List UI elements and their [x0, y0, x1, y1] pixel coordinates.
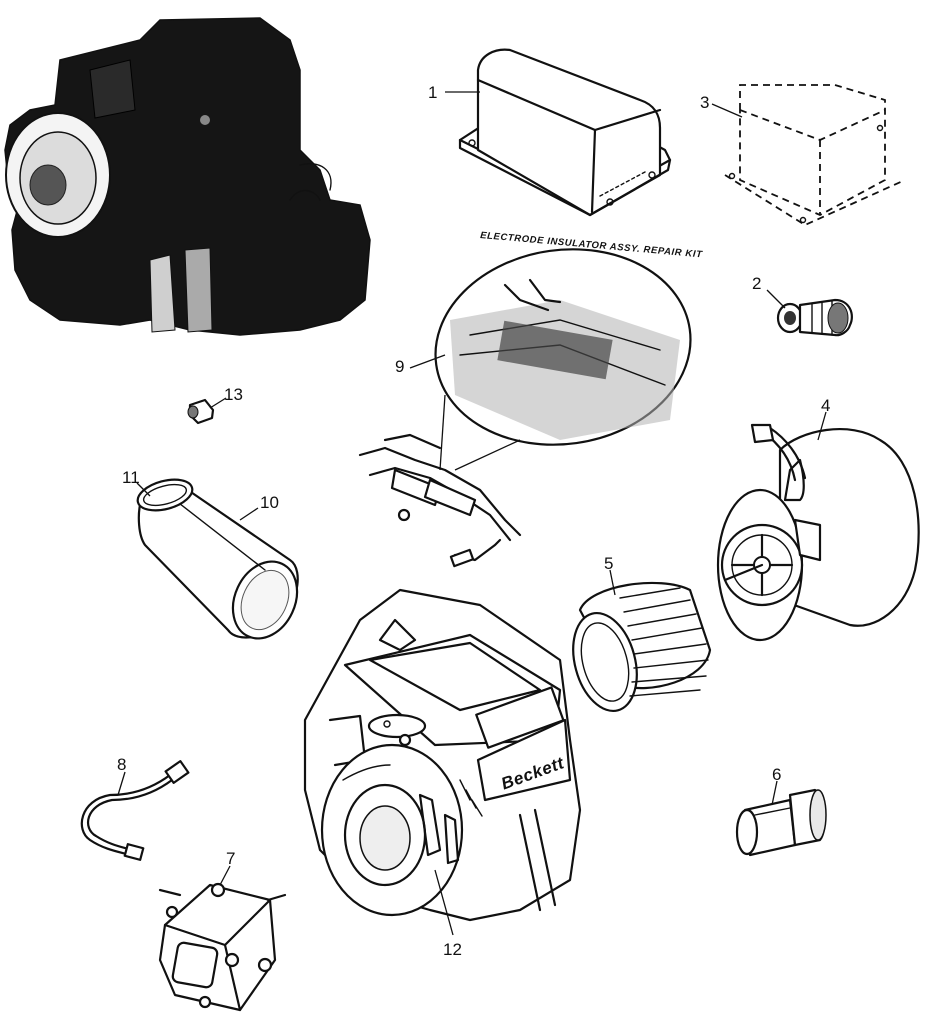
- callout-13: 13: [224, 385, 243, 404]
- air-tube-icon: [137, 484, 299, 640]
- motor-icon: [716, 423, 920, 642]
- callout-9: 9: [395, 357, 404, 376]
- fuel-pump-icon: [158, 882, 287, 1012]
- leader-lines: [117, 91, 827, 936]
- coupling-icon: [735, 788, 827, 857]
- callout-1: 1: [428, 83, 437, 102]
- callout-7: 7: [226, 849, 235, 868]
- electrode-assembly-icon: [358, 248, 692, 568]
- callout-11: 11: [122, 468, 140, 487]
- blower-wheel-icon: [572, 581, 712, 713]
- burner-housing-icon: Beckett: [303, 588, 582, 922]
- callout-5: 5: [604, 554, 613, 573]
- oil-nozzle-icon: [776, 298, 853, 337]
- air-tube-ring-icon: [136, 478, 194, 512]
- callout-8: 8: [117, 755, 126, 774]
- callout-10: 10: [260, 493, 279, 512]
- fitting-icon: [187, 398, 215, 425]
- callout-12: 12: [443, 940, 462, 959]
- callout-4: 4: [821, 396, 830, 415]
- callout-2: 2: [752, 274, 761, 293]
- blower-fins: [619, 587, 709, 697]
- callout-3: 3: [700, 93, 709, 112]
- callout-6: 6: [772, 765, 781, 784]
- oil-line-icon: [80, 760, 190, 861]
- assembled-burner-photo: [4, 17, 371, 336]
- transformer-icon: [458, 48, 672, 217]
- ignitor-outline-icon: [724, 84, 906, 227]
- callout-labels: 1 2 3 4 5 6 7 8 9 10 11 12 13: [117, 83, 830, 959]
